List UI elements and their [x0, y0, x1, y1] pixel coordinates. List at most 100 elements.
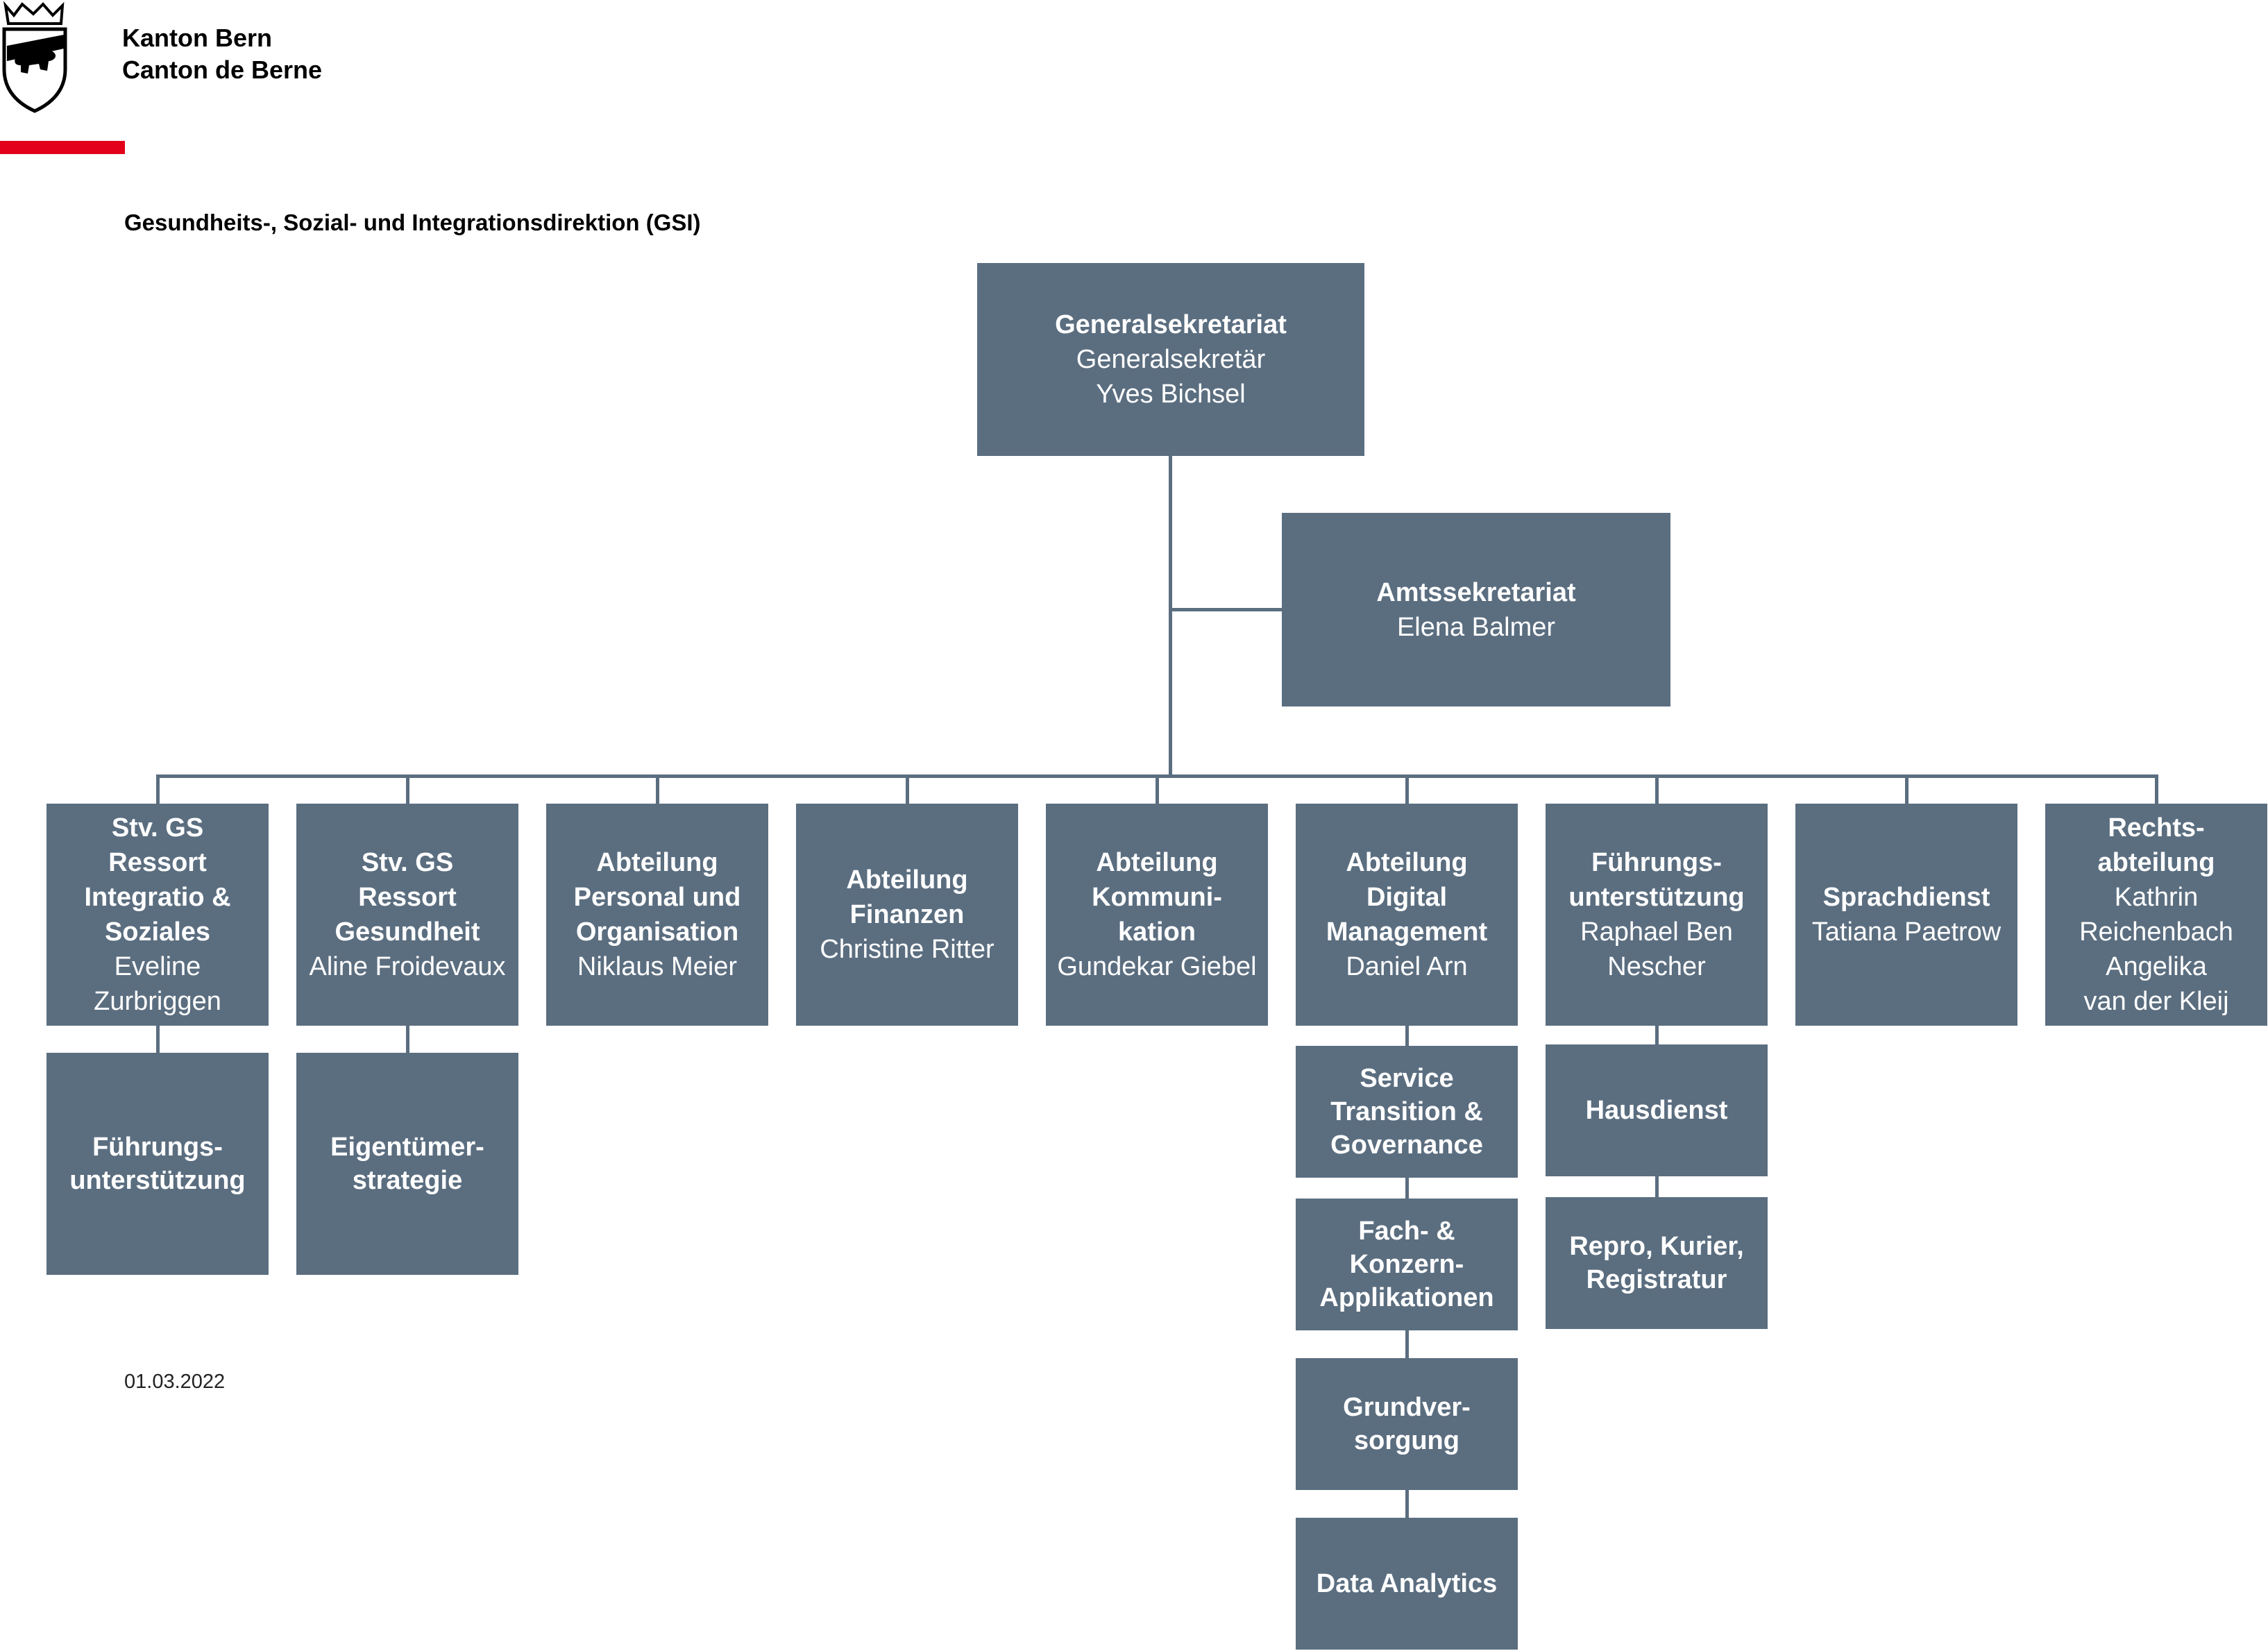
org-box-title: Integratio & — [84, 883, 231, 912]
connector-line — [656, 774, 659, 804]
connector-line — [406, 1026, 409, 1053]
org-box-title: Organisation — [575, 917, 739, 947]
org-box-title: Generalsekretariat — [1055, 310, 1287, 339]
org-box-line: Tatiana Paetrow — [1811, 917, 2002, 947]
org-box-line: Angelika — [2106, 952, 2207, 981]
org-box-line: Aline Froidevaux — [309, 952, 506, 981]
connector-line — [1655, 1176, 1659, 1197]
org-box-title: Führungs- — [92, 1133, 223, 1162]
org-box-title: Eigentümer- — [330, 1133, 484, 1162]
org-box-title: Ressort — [108, 848, 207, 877]
org-box-line: Elena Balmer — [1396, 612, 1556, 642]
org-box-title: Sprachdienst — [1822, 883, 1990, 912]
accent-bar — [0, 141, 125, 154]
org-subbox-integration-0: Führungs-unterstützung — [46, 1053, 269, 1275]
connector-line — [406, 774, 409, 804]
org-box-line: Kathrin — [2114, 883, 2199, 912]
org-subbox-digital-2: Grundver-sorgung — [1296, 1358, 1518, 1490]
org-box-line: Christine Ritter — [820, 935, 995, 964]
canton-name-de: Kanton Bern — [122, 24, 272, 52]
org-box-title: Abteilung — [596, 848, 718, 877]
connector-line — [156, 774, 160, 804]
org-box-title: Transition & — [1330, 1097, 1483, 1126]
org-box-title: Soziales — [104, 917, 211, 947]
org-subbox-gesundheit-0: Eigentümer-strategie — [296, 1053, 518, 1275]
connector-line — [906, 774, 909, 804]
org-box-title: Finanzen — [849, 900, 965, 929]
org-subbox-fuehrung-1: Repro, Kurier, Registratur — [1546, 1197, 1768, 1329]
org-box-line: Yves Bichsel — [1096, 380, 1246, 409]
org-box-title: Grundver- — [1343, 1393, 1471, 1422]
connector-line — [1405, 1330, 1409, 1358]
org-subbox-fuehrung-0: Hausdienst — [1546, 1044, 1768, 1176]
org-box-title: Repro, Kurier, — [1569, 1232, 1744, 1261]
org-box-title: Fach- & — [1358, 1217, 1455, 1246]
connector-line — [1905, 774, 1909, 804]
org-box-title: Hausdienst — [1585, 1096, 1728, 1125]
org-box-title: Governance — [1330, 1131, 1483, 1160]
org-subbox-digital-3: Data Analytics — [1296, 1518, 1518, 1650]
org-box-title: unterstützung — [69, 1166, 246, 1195]
org-box-title: Service — [1360, 1064, 1454, 1093]
org-box-title: Rechts- — [2108, 813, 2205, 843]
org-box-line: Generalsekretär — [1076, 345, 1266, 374]
org-box-title: Abteilung — [1346, 848, 1468, 877]
org-box-line: Eveline — [114, 952, 201, 981]
org-box-line: Daniel Arn — [1346, 952, 1468, 981]
connector-line — [156, 1026, 160, 1053]
org-box-title: Digital — [1366, 883, 1448, 912]
connector-line — [1169, 456, 1172, 776]
org-box-title: abteilung — [2097, 848, 2215, 877]
org-box-title: Amtssekretariat — [1376, 577, 1576, 607]
org-box-title: Ressort — [358, 883, 457, 912]
connector-line — [1156, 774, 1159, 804]
connector-line — [1655, 1026, 1659, 1044]
org-box-title: strategie — [352, 1166, 463, 1195]
org-box-line: van der Kleij — [2083, 987, 2229, 1016]
connector-line — [1169, 608, 1282, 611]
org-box-title: Stv. GS — [361, 848, 454, 877]
org-box-line: Reichenbach — [2079, 917, 2233, 947]
department-title: Gesundheits-, Sozial- und Integrationsdi… — [124, 210, 701, 235]
org-box-generalsekretariat: Generalsekretariat Generalsekretär Yves … — [977, 263, 1364, 456]
org-box-line: Nescher — [1607, 952, 1706, 981]
org-box-title: Führungs- — [1591, 848, 1722, 877]
org-box-title: unterstützung — [1568, 883, 1745, 912]
org-box-title: Kommuni- — [1092, 883, 1222, 912]
org-box-line: Zurbriggen — [94, 987, 221, 1016]
bern-crest-logo — [2, 1, 67, 113]
connector-line — [1655, 774, 1659, 804]
org-box-title: sorgung — [1354, 1426, 1459, 1455]
connector-line — [1405, 774, 1409, 804]
canton-name-fr: Canton de Berne — [122, 56, 323, 84]
connector-line — [1405, 1178, 1409, 1199]
org-box-title: Abteilung — [846, 865, 968, 895]
org-box-title: kation — [1118, 917, 1196, 947]
org-box-title: Personal und — [573, 883, 741, 912]
org-box-line: Gundekar Giebel — [1057, 952, 1257, 981]
org-box-title: Management — [1326, 917, 1488, 947]
org-subbox-digital-1: Fach- & Konzern- Applikationen — [1296, 1199, 1518, 1330]
connector-line — [1405, 1490, 1409, 1518]
org-box-title: Konzern- — [1349, 1250, 1464, 1279]
connector-line — [2155, 774, 2158, 804]
org-box-title: Data Analytics — [1316, 1569, 1498, 1598]
org-box-title: Registratur — [1586, 1265, 1727, 1294]
org-box-title: Abteilung — [1096, 848, 1218, 877]
org-box-title: Gesundheit — [335, 917, 480, 947]
org-box-title: Applikationen — [1319, 1283, 1494, 1312]
org-box-line: Niklaus Meier — [577, 952, 738, 981]
org-box-title: Stv. GS — [111, 813, 204, 843]
org-box-line: Raphael Ben — [1580, 917, 1733, 947]
org-box-amtssekretariat: Amtssekretariat Elena Balmer — [1282, 513, 1670, 706]
